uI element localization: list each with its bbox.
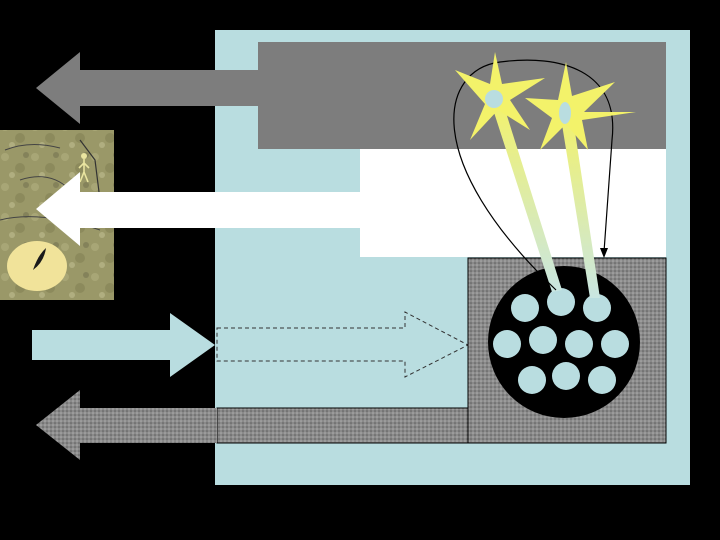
cluster-cell: [547, 288, 575, 316]
nucleus-cluster-icon: [488, 266, 640, 418]
cluster-cell: [518, 366, 546, 394]
cluster-cell: [588, 366, 616, 394]
cluster-cell: [511, 294, 539, 322]
cluster-cell: [565, 330, 593, 358]
arrow-right-blue: [32, 313, 215, 377]
cluster-cell: [601, 330, 629, 358]
eye-icon: [7, 241, 67, 291]
gray-band: [258, 42, 666, 149]
cluster-cell: [493, 330, 521, 358]
textured-band: [217, 408, 469, 443]
cluster-cell: [552, 362, 580, 390]
arrow-left-textured: [36, 390, 217, 460]
cluster-cell: [529, 326, 557, 354]
cluster-cell: [583, 294, 611, 322]
